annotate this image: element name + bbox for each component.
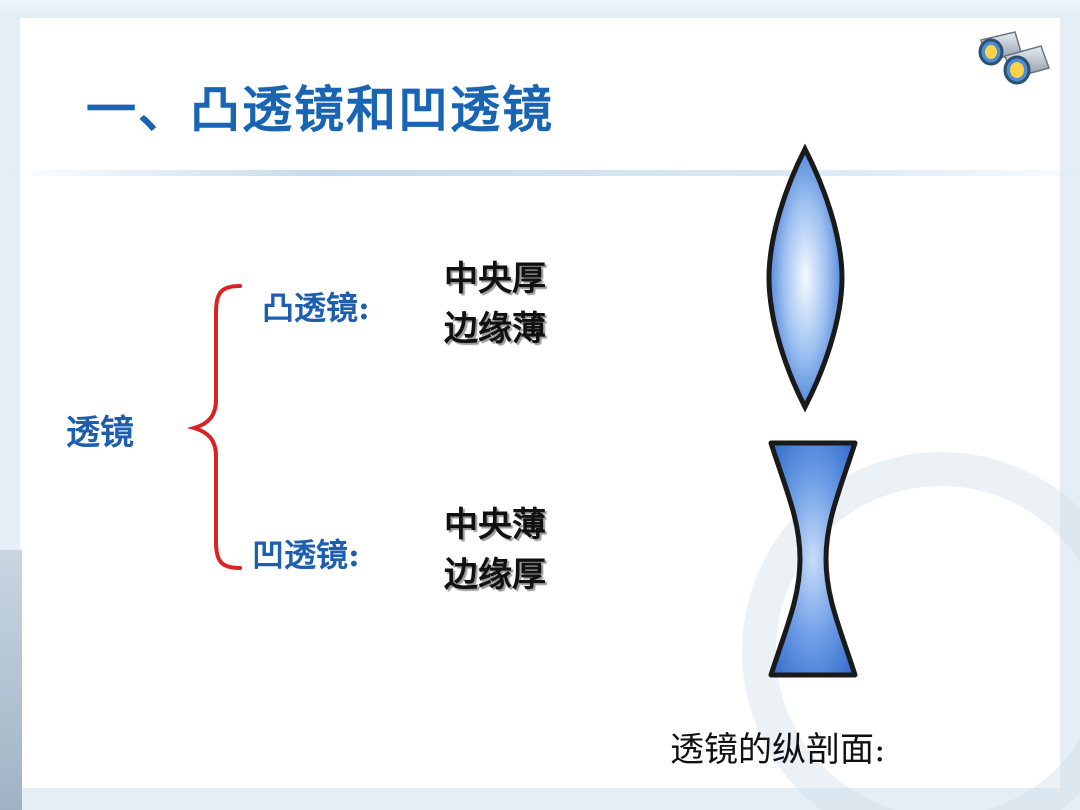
- concave-description: 中央薄 边缘厚: [444, 500, 546, 600]
- lens-label: 透镜: [66, 413, 134, 453]
- page-title: 一、凸透镜和凹透镜: [86, 80, 554, 139]
- binoculars-icon: [978, 31, 1050, 85]
- concave-line-2: 边缘厚: [444, 555, 546, 595]
- concave-lens-shape: [768, 440, 858, 678]
- convex-lens-shape: [766, 143, 845, 413]
- convex-line-2: 边缘薄: [444, 309, 546, 349]
- title-divider: [0, 170, 1080, 176]
- concave-line-1: 中央薄: [444, 505, 546, 545]
- concave-lens-label: 凹透镜:: [252, 536, 360, 574]
- background-building-strip: [0, 550, 22, 810]
- convex-line-1: 中央厚: [444, 259, 546, 299]
- cross-section-caption: 透镜的纵剖面:: [670, 730, 886, 770]
- curly-brace: [186, 284, 242, 570]
- convex-lens-label: 凸透镜:: [262, 289, 370, 327]
- convex-description: 中央厚 边缘薄: [444, 254, 546, 354]
- top-band: [0, 0, 1080, 18]
